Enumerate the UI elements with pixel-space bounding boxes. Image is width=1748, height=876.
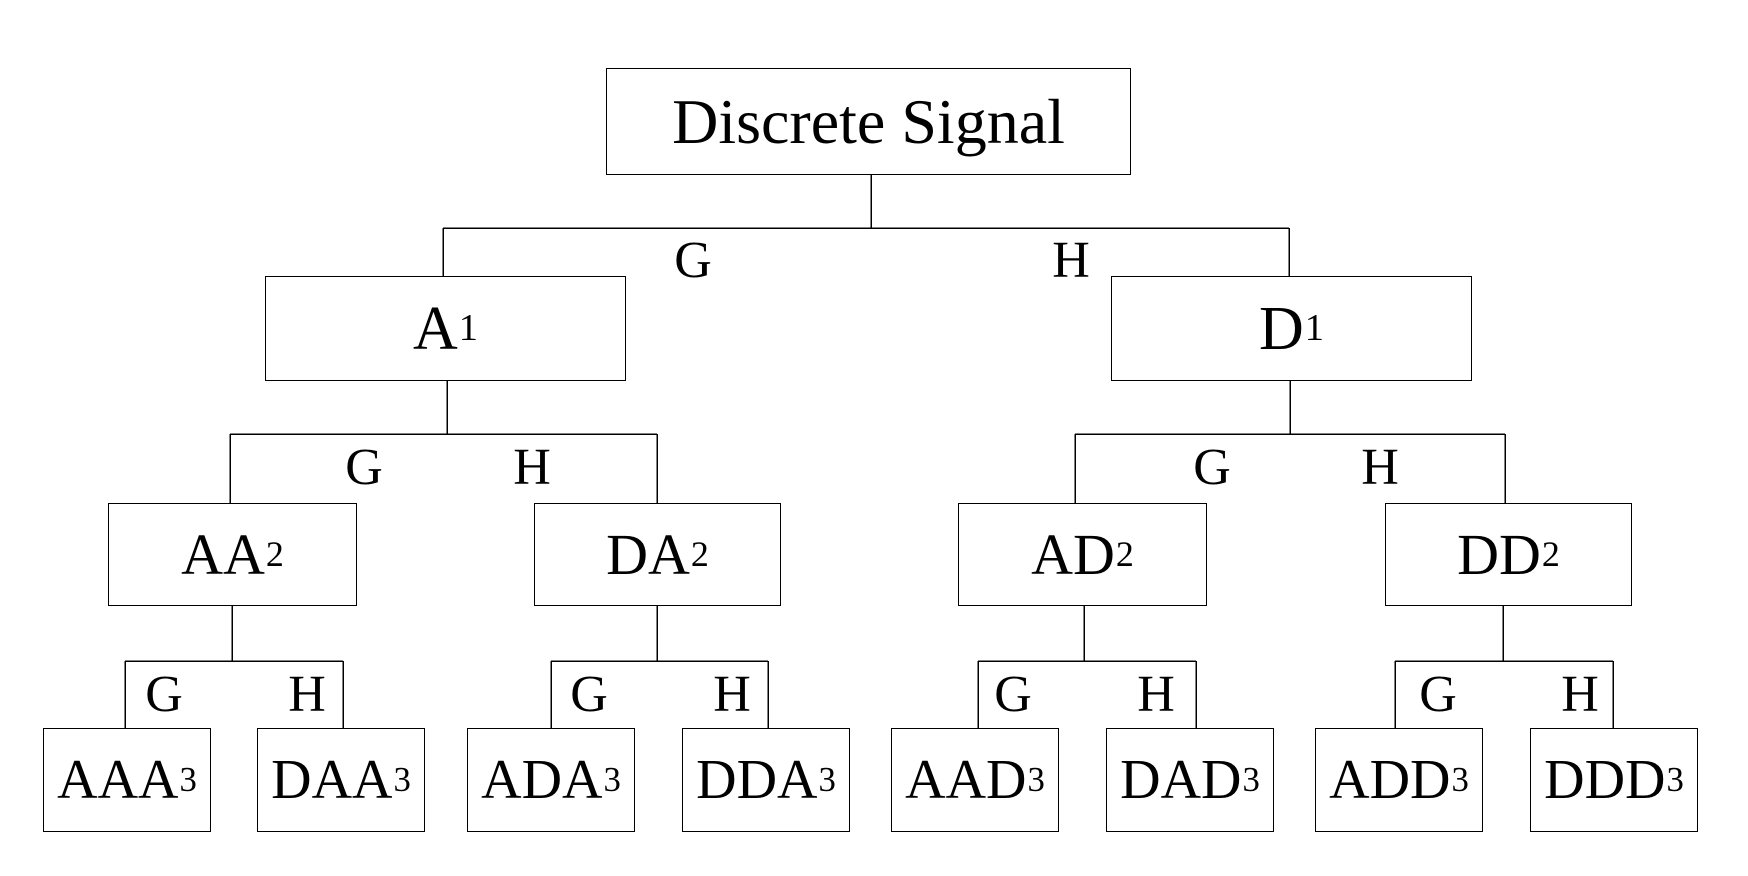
node-subscript: 3 xyxy=(1027,759,1045,799)
node-label: DAA xyxy=(271,749,393,811)
node-subscript: 1 xyxy=(1304,307,1324,350)
node-subscript: 1 xyxy=(458,307,478,350)
node-label: DAD xyxy=(1120,749,1242,811)
edge-label-h-root: H xyxy=(1052,232,1090,289)
edge-label-h-d1: H xyxy=(1361,439,1399,496)
node-label: AA xyxy=(181,521,265,587)
node-subscript: 3 xyxy=(1242,759,1260,799)
node-subscript: 3 xyxy=(1451,759,1469,799)
node-subscript: 2 xyxy=(1541,533,1560,574)
node-label: ADA xyxy=(481,749,603,811)
node-label: DA xyxy=(606,521,690,587)
node-subscript: 3 xyxy=(393,759,411,799)
node-subscript: 3 xyxy=(818,759,836,799)
node-label: AD xyxy=(1031,521,1115,587)
edge-label-h-a1: H xyxy=(513,439,551,496)
connector-a1 xyxy=(229,381,658,503)
connector-ad2 xyxy=(977,606,1197,728)
edge-label-g-root: G xyxy=(674,232,712,289)
node-label: DDD xyxy=(1544,749,1666,811)
edge-label-g-a1: G xyxy=(345,439,383,496)
connector-aa2 xyxy=(124,606,344,728)
edge-label-h-dd2: H xyxy=(1561,666,1599,723)
edge-label-g-dd2: G xyxy=(1419,666,1457,723)
edge-label-g-ad2: G xyxy=(994,666,1032,723)
node-subscript: 2 xyxy=(1115,533,1134,574)
node-subscript: 3 xyxy=(1666,759,1684,799)
connector-da2 xyxy=(550,606,769,728)
connector-dd2 xyxy=(1394,606,1614,728)
node-label: DDA xyxy=(696,749,818,811)
node-subscript: 2 xyxy=(690,533,709,574)
edge-label-h-da2: H xyxy=(713,666,751,723)
node-subscript: 2 xyxy=(265,533,284,574)
node-label: Discrete Signal xyxy=(672,85,1065,157)
node-label: DD xyxy=(1457,521,1541,587)
node-label: AAD xyxy=(905,749,1027,811)
connector-root xyxy=(442,175,1290,276)
edge-label-g-da2: G xyxy=(570,666,608,723)
node-label: AAA xyxy=(57,749,179,811)
edge-label-g-aa2: G xyxy=(145,666,183,723)
node-label: A xyxy=(413,294,458,363)
edge-label-h-aa2: H xyxy=(288,666,326,723)
node-label: D xyxy=(1259,294,1304,363)
edge-label-g-d1: G xyxy=(1193,439,1231,496)
connector-d1 xyxy=(1074,381,1506,503)
node-discrete-signal: Discrete Signal xyxy=(606,68,1131,175)
node-subscript: 3 xyxy=(603,759,621,799)
node-label: ADD xyxy=(1329,749,1451,811)
node-subscript: 3 xyxy=(179,759,197,799)
edge-label-h-ad2: H xyxy=(1137,666,1175,723)
